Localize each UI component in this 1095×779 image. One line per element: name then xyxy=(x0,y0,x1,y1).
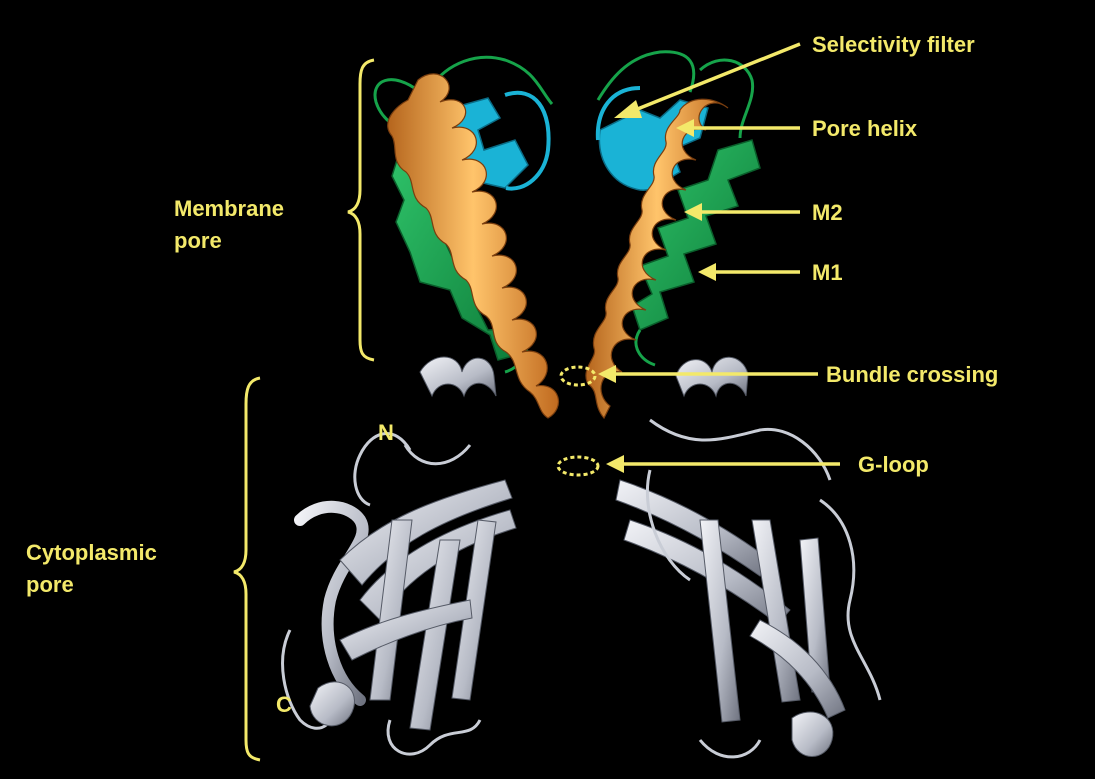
pore-helix-label: Pore helix xyxy=(812,116,918,141)
left-subunit xyxy=(283,57,559,754)
m1-arrowhead xyxy=(698,263,716,281)
g-loop-marker xyxy=(558,457,598,475)
selectivity-filter-arrowhead xyxy=(614,100,642,118)
right-subunit xyxy=(586,52,880,757)
m1-label: M1 xyxy=(812,260,843,285)
membrane-pore-label-line1: Membrane xyxy=(174,196,284,221)
g-loop-label: G-loop xyxy=(858,452,929,477)
left-cytoplasmic-strand-g xyxy=(340,600,472,660)
right-m1-tail xyxy=(636,330,655,365)
n-terminus-label: N xyxy=(378,420,394,445)
right-cytoplasmic-knob xyxy=(792,712,833,756)
membrane-pore-label-line2: pore xyxy=(174,228,222,253)
g-loop-arrowhead xyxy=(606,455,624,473)
cytoplasmic-pore-label-line2: pore xyxy=(26,572,74,597)
cytoplasmic-pore-label-line1: Cytoplasmic xyxy=(26,540,157,565)
left-c-terminus-knob xyxy=(310,682,354,726)
selectivity-filter-label: Selectivity filter xyxy=(812,32,975,57)
membrane-pore-brace xyxy=(348,60,374,360)
c-terminus-label: C xyxy=(276,692,292,717)
cytoplasmic-pore-brace xyxy=(234,378,260,760)
left-cytoplasmic-strand-a xyxy=(300,507,363,700)
m2-label: M2 xyxy=(812,200,843,225)
left-cytoplasmic-loop-low xyxy=(388,720,480,754)
right-slide-helix xyxy=(676,357,748,396)
left-slide-helix xyxy=(420,357,496,396)
right-cytoplasmic-strand-f xyxy=(750,620,845,718)
bundle-crossing-label: Bundle crossing xyxy=(826,362,998,387)
